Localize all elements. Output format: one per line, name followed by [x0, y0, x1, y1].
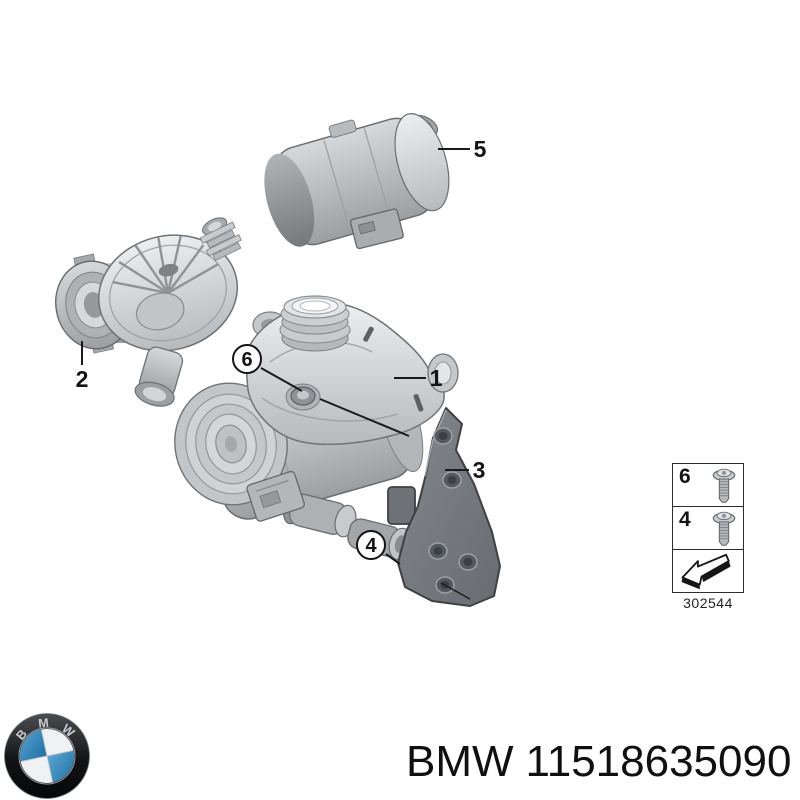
part-number: 11518635090 — [525, 737, 792, 786]
bmw-roundel-logo: B M W — [4, 713, 90, 799]
legend-row-6: 6 — [673, 464, 743, 507]
brand-name: BMW — [406, 737, 514, 786]
leader-lines — [81, 148, 471, 600]
part-1-water-pump-drawing — [174, 295, 459, 561]
flange-bolt-icon — [709, 508, 739, 554]
callout-1: 1 — [429, 365, 443, 391]
flange-bolt-icon — [709, 465, 739, 511]
legend-direction-cell — [673, 550, 743, 592]
callout-5: 5 — [473, 136, 487, 162]
legend-label-6: 6 — [679, 465, 691, 488]
fastener-legend-box: 6 4 — [672, 463, 744, 593]
part-5-auxiliary-pump-drawing — [264, 113, 450, 250]
svg-text:M: M — [38, 716, 50, 731]
legend-label-4: 4 — [679, 508, 691, 531]
callout-3: 3 — [472, 457, 486, 483]
roundel-quadrants — [20, 729, 74, 783]
callout-2: 2 — [75, 366, 89, 392]
leader-bolt-hole — [440, 582, 471, 600]
callout-4-circled: 4 — [356, 530, 386, 560]
leader-fastener-6b — [319, 398, 410, 437]
callout-6-circled: 6 — [232, 344, 262, 374]
part-3-bracket-drawing — [387, 407, 501, 607]
leader-fastener-4 — [385, 553, 401, 565]
legend-row-4: 4 — [673, 507, 743, 550]
direction-arrow-icon — [681, 553, 731, 590]
part-2-thermostat-drawing — [55, 217, 288, 407]
leader-fastener-6a — [260, 367, 303, 392]
diagram-code: 302544 — [683, 595, 733, 611]
